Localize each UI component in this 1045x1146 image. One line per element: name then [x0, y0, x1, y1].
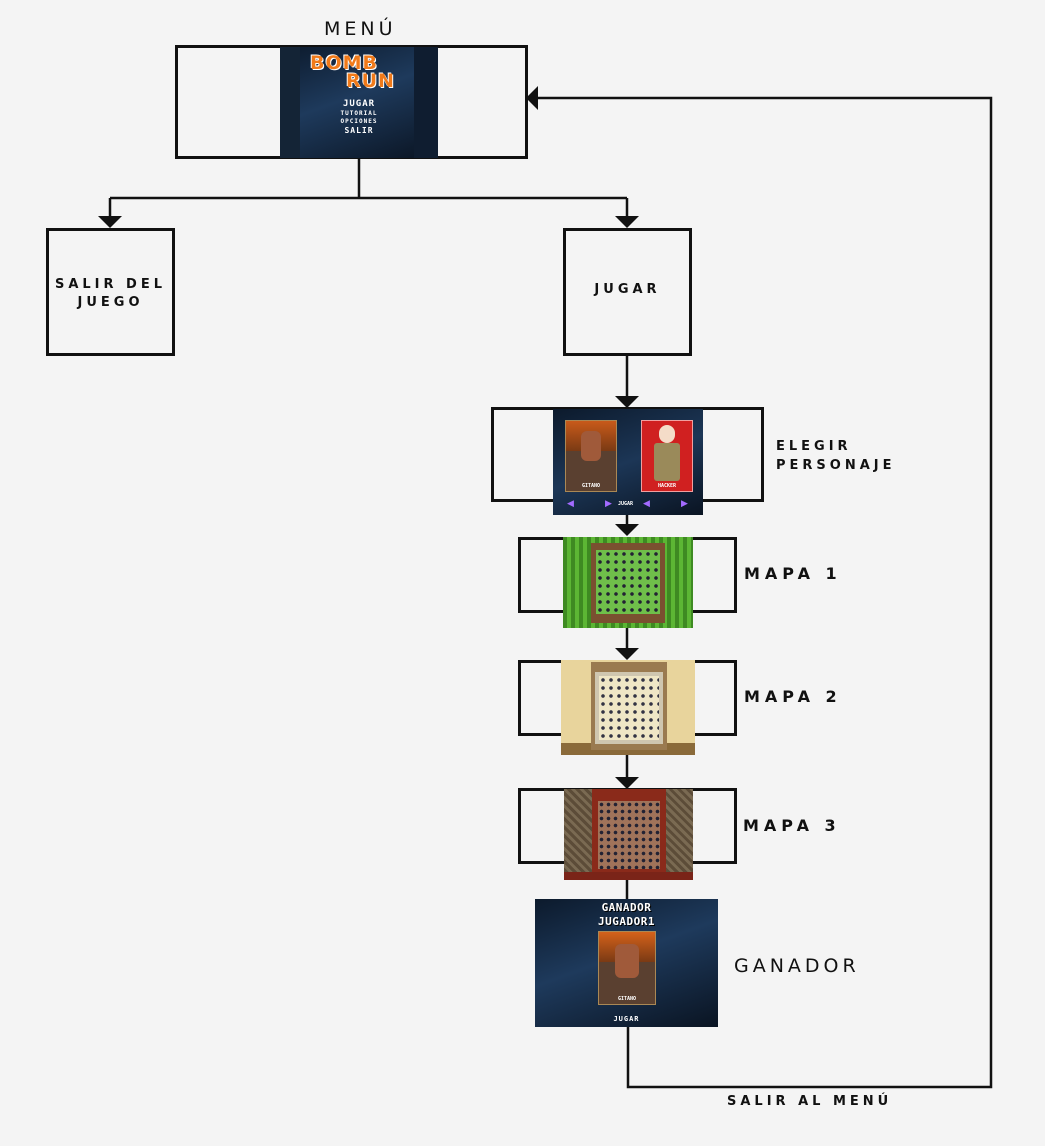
arrowhead-mapa2	[615, 648, 639, 660]
connector-ganador-menu-loop	[538, 96, 993, 1089]
salir-menu-label: SALIR AL MENÚ	[727, 1094, 893, 1109]
menu-option-opciones[interactable]: OPCIONES	[340, 118, 378, 125]
menu-screenshot: BOMB RUN JUGAR TUTORIAL OPCIONES SALIR	[280, 47, 438, 158]
arrowhead-mapa1	[615, 524, 639, 536]
arrow-right-icon[interactable]: ▶	[605, 499, 612, 509]
ganador-jugar-button[interactable]: JUGAR	[613, 1015, 640, 1023]
character-card-hacker[interactable]: HACKER	[641, 420, 693, 492]
jugar-node: JUGAR	[563, 228, 692, 356]
menu-title: MENÚ	[324, 18, 397, 40]
elegir-jugar-button[interactable]: JUGAR	[618, 501, 634, 507]
winner-character-card: GITANO	[598, 931, 656, 1005]
mapa1-screenshot	[563, 537, 693, 628]
arrow-right-icon-2[interactable]: ▶	[681, 499, 688, 509]
mapa2-label: MAPA 2	[744, 687, 842, 706]
ganador-screenshot: GANADOR JUGADOR1 GITANO JUGAR	[535, 899, 718, 1027]
mapa3-screenshot	[564, 789, 693, 880]
mapa1-label: MAPA 1	[744, 564, 842, 583]
arrow-left-icon-2[interactable]: ◀	[643, 499, 650, 509]
elegir-personaje-label: ELEGIR PERSONAJE	[776, 439, 896, 473]
arrowhead-mapa3	[615, 777, 639, 789]
logo-run-text: RUN	[346, 70, 395, 92]
arrowhead-menu	[526, 86, 538, 110]
character-card-gitano[interactable]: GITANO	[565, 420, 617, 492]
arrowhead-elegir	[615, 396, 639, 408]
ganador-screen-player: JUGADOR1	[598, 915, 655, 928]
salir-juego-node: SALIR DEL JUEGO	[46, 228, 175, 356]
menu-option-jugar[interactable]: JUGAR	[342, 99, 376, 109]
salir-juego-label: SALIR DEL JUEGO	[54, 277, 167, 310]
elegir-personaje-screenshot: GITANO HACKER ◀ ▶ JUGAR ◀ ▶	[553, 409, 703, 515]
menu-option-tutorial[interactable]: TUTORIAL	[340, 110, 378, 117]
jugar-label: JUGAR	[594, 282, 661, 297]
arrowhead-jugar	[615, 216, 639, 228]
mapa2-screenshot	[561, 660, 695, 755]
arrowhead-salir	[98, 216, 122, 228]
logo-bomb-text: BOMB	[310, 52, 379, 74]
ganador-screen-title: GANADOR	[601, 901, 652, 914]
menu-option-salir[interactable]: SALIR	[344, 126, 374, 135]
arrow-left-icon[interactable]: ◀	[567, 499, 574, 509]
mapa3-label: MAPA 3	[743, 816, 841, 835]
ganador-label: GANADOR	[734, 955, 860, 977]
